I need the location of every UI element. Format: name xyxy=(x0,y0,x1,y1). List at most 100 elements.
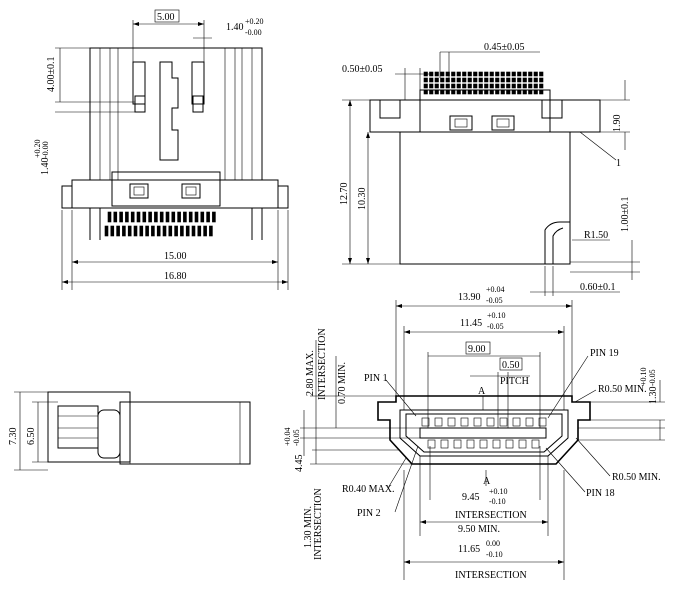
pin-top xyxy=(165,211,170,223)
pin-side xyxy=(506,89,511,95)
dim-10-30: 10.30 xyxy=(357,188,368,211)
top-flange xyxy=(71,179,279,209)
pin-top xyxy=(113,211,118,223)
pin-top xyxy=(212,211,216,223)
pin-top xyxy=(154,211,158,223)
pin-front-bottom xyxy=(479,439,488,449)
pin-top xyxy=(180,225,184,237)
pin-front-bottom xyxy=(518,439,527,449)
pin-side xyxy=(539,71,544,77)
pin-side xyxy=(495,71,500,77)
pin-side xyxy=(462,77,467,83)
tol-plus-445: +0.04 xyxy=(283,427,292,446)
pin-side xyxy=(489,77,494,83)
side-view: 0.50±0.05 0.45±0.05 1.90 1 12.70 10.30 R… xyxy=(339,42,640,296)
pin-side xyxy=(434,89,439,95)
dim-9-00: 9.00 xyxy=(468,344,486,355)
dim-7-30: 7.30 xyxy=(8,428,19,446)
pin-side xyxy=(506,83,511,89)
pin-front-bottom xyxy=(466,439,475,449)
dim-2-80: 2.80 MAX. xyxy=(305,350,316,396)
pin-side xyxy=(528,77,533,83)
dim-6-50: 6.50 xyxy=(26,428,37,446)
dim-15-00: 15.00 xyxy=(164,251,187,262)
pin-side xyxy=(517,71,522,77)
pin-side xyxy=(478,89,483,95)
pin-top xyxy=(191,225,196,237)
pin-side xyxy=(489,89,494,95)
label-pin-1: PIN 1 xyxy=(364,373,388,384)
pin-top xyxy=(104,225,109,237)
pin-top xyxy=(133,225,138,237)
pin-side xyxy=(456,71,461,77)
pin-side xyxy=(456,77,461,83)
pin-side xyxy=(445,77,450,83)
pin-side xyxy=(429,83,434,89)
pin-top xyxy=(119,211,123,223)
tol-plus-2: +0.20 xyxy=(33,139,42,158)
side-window-left xyxy=(449,115,473,131)
pin-top xyxy=(125,211,129,223)
tol-minus-445: -0.05 xyxy=(292,429,301,446)
pin-side xyxy=(511,89,516,95)
pin-front-top xyxy=(460,417,469,427)
pin-top xyxy=(183,211,187,223)
pin-side xyxy=(423,77,428,83)
pin-side xyxy=(440,83,445,89)
latch-left xyxy=(134,95,146,113)
pin-side xyxy=(440,89,445,95)
dim-9-45: 9.45 xyxy=(462,492,480,503)
pin-side xyxy=(451,77,456,83)
tol-minus-130: -0.05 xyxy=(648,369,657,386)
pin-top xyxy=(162,225,167,237)
pin-top xyxy=(206,211,210,223)
pin-side xyxy=(462,89,467,95)
tol-minus-1145: -0.05 xyxy=(487,322,504,331)
dim-5-00: 5.00 xyxy=(157,12,175,23)
pin-side xyxy=(533,77,538,83)
side-pin-rows xyxy=(423,71,544,95)
label-pin-19: PIN 19 xyxy=(590,348,619,359)
dim-0-50-pitch: 0.50 xyxy=(502,360,520,371)
pin-side xyxy=(484,83,489,89)
tol-minus-1390: -0.05 xyxy=(486,296,503,305)
pin-side xyxy=(517,83,522,89)
dim-11-65: 11.65 xyxy=(458,544,480,555)
pin-top xyxy=(197,225,202,237)
pin-side xyxy=(489,83,494,89)
pin-top xyxy=(145,225,149,237)
pin-side xyxy=(484,77,489,83)
pin-side xyxy=(511,77,516,83)
front-view: 13.90 +0.04 -0.05 11.45 +0.10 -0.05 9.00… xyxy=(283,285,665,581)
tol-plus: +0.20 xyxy=(245,17,264,26)
pin-side xyxy=(467,89,472,95)
tol-plus-1165: 0.00 xyxy=(486,539,500,548)
pin-front-top xyxy=(473,417,482,427)
pin-front-top xyxy=(434,417,443,427)
pin-side xyxy=(462,83,467,89)
pin-side xyxy=(467,77,472,83)
dim-1-40-left: 1.40 xyxy=(40,158,51,176)
tol-minus-1165: -0.10 xyxy=(486,550,503,559)
pin-front-bottom xyxy=(453,439,462,449)
pin-side xyxy=(511,83,516,89)
pin-top xyxy=(107,211,112,223)
dim-0-50: 0.50±0.05 xyxy=(342,64,383,75)
pin-top xyxy=(136,211,141,223)
left-view: 7.30 6.50 xyxy=(8,391,251,471)
intersection-d: INTERSECTION xyxy=(455,570,527,581)
pin-front-bottom xyxy=(505,439,514,449)
pin-side xyxy=(462,71,467,77)
pin-top xyxy=(139,225,144,237)
pin-side xyxy=(533,89,538,95)
dim-1-40: 1.40 xyxy=(226,22,244,33)
pin-side xyxy=(473,89,478,95)
intersection-b: INTERSECTION xyxy=(313,488,324,560)
pin-side xyxy=(440,71,445,77)
label-a-bot: A xyxy=(483,476,491,487)
label-r0-50-top: R0.50 MIN. xyxy=(598,384,647,395)
front-pins xyxy=(421,417,547,449)
dim-0-70: 0.70 MIN. xyxy=(337,362,348,404)
pin-side xyxy=(522,89,527,95)
